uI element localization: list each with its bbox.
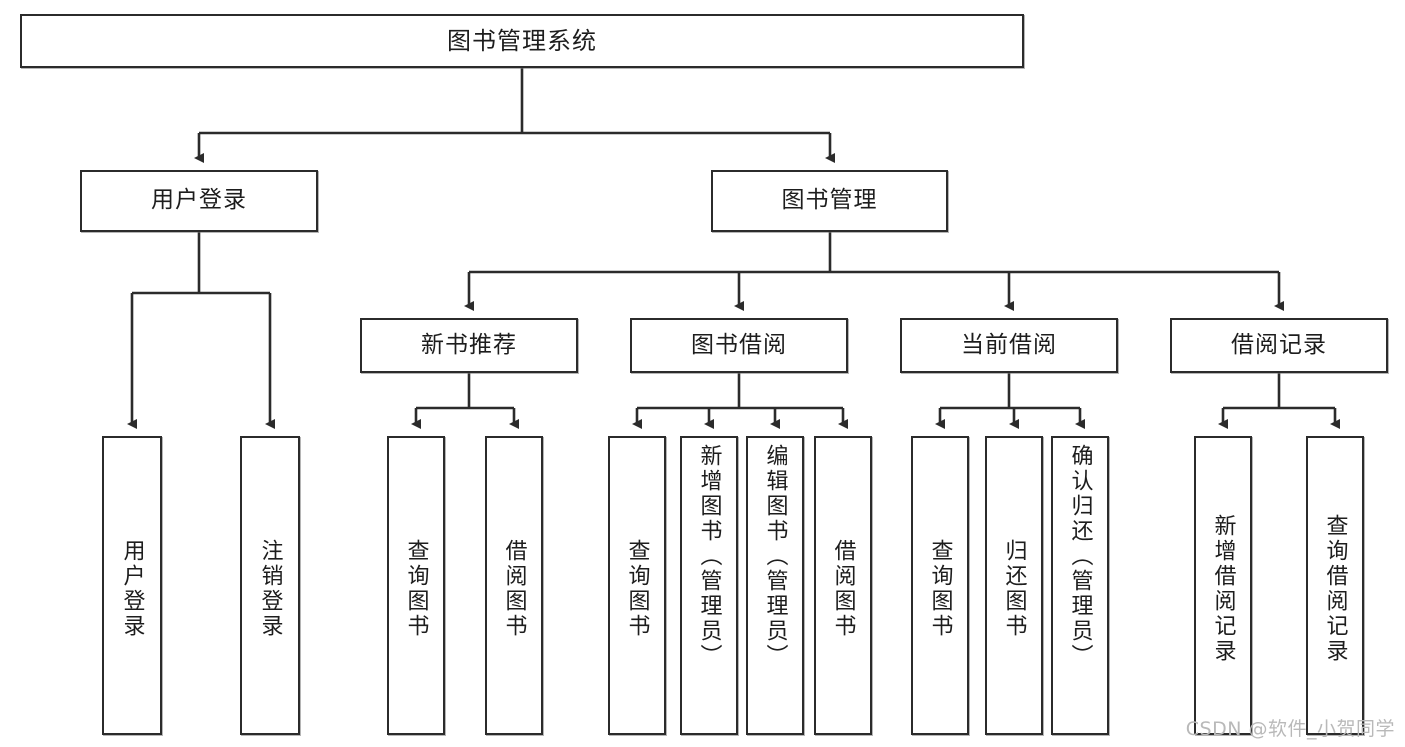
node-borrow-record-label: 借阅记录 (1231, 331, 1327, 358)
node-leaf-user-logout[interactable]: 注销登录 (240, 436, 300, 735)
node-book-borrow-label: 图书借阅 (691, 331, 787, 358)
node-leaf-confirm-return[interactable]: 确认归还（管理员） (1051, 436, 1109, 735)
node-new-book-recommend-label: 新书推荐 (421, 331, 517, 358)
node-book-borrow[interactable]: 图书借阅 (630, 318, 848, 373)
node-book-manage-label: 图书管理 (781, 187, 878, 214)
node-leaf-borrow-book-2[interactable]: 借阅图书 (814, 436, 872, 735)
node-leaf-add-borrow-record-label: 新增借阅记录 (1210, 513, 1236, 664)
node-leaf-query-borrow-record[interactable]: 查询借阅记录 (1306, 436, 1364, 735)
node-leaf-user-logout-label: 注销登录 (257, 538, 283, 639)
node-book-manage[interactable]: 图书管理 (711, 170, 948, 232)
node-leaf-edit-book[interactable]: 编辑图书（管理员） (746, 436, 804, 735)
node-leaf-add-book[interactable]: 新增图书（管理员） (680, 436, 738, 735)
node-current-borrow[interactable]: 当前借阅 (900, 318, 1118, 373)
node-leaf-return-book-label: 归还图书 (1001, 538, 1027, 639)
csdn-watermark: CSDN @软件_小贺同学 (1185, 718, 1395, 740)
node-root[interactable]: 图书管理系统 (20, 14, 1024, 68)
node-borrow-record[interactable]: 借阅记录 (1170, 318, 1388, 373)
node-leaf-add-book-label: 新增图书（管理员） (696, 444, 722, 669)
node-leaf-query-book-1-label: 查询图书 (403, 538, 429, 639)
node-current-borrow-label: 当前借阅 (961, 331, 1057, 358)
node-leaf-query-book-2-label: 查询图书 (624, 538, 650, 639)
node-new-book-recommend[interactable]: 新书推荐 (360, 318, 578, 373)
node-leaf-user-login[interactable]: 用户登录 (102, 436, 162, 735)
node-leaf-query-book-3-label: 查询图书 (927, 538, 953, 639)
node-leaf-query-book-1[interactable]: 查询图书 (387, 436, 445, 735)
node-leaf-query-book-2[interactable]: 查询图书 (608, 436, 666, 735)
node-leaf-borrow-book-2-label: 借阅图书 (830, 538, 856, 639)
node-leaf-edit-book-label: 编辑图书（管理员） (762, 444, 788, 669)
node-leaf-borrow-book-1[interactable]: 借阅图书 (485, 436, 543, 735)
node-leaf-user-login-label: 用户登录 (119, 538, 145, 639)
node-leaf-query-borrow-record-label: 查询借阅记录 (1322, 513, 1348, 664)
node-user-login-label: 用户登录 (151, 187, 247, 214)
node-leaf-return-book[interactable]: 归还图书 (985, 436, 1043, 735)
node-leaf-query-book-3[interactable]: 查询图书 (911, 436, 969, 735)
node-leaf-confirm-return-label: 确认归还（管理员） (1067, 444, 1093, 669)
node-leaf-borrow-book-1-label: 借阅图书 (501, 538, 527, 639)
node-user-login[interactable]: 用户登录 (80, 170, 318, 232)
node-leaf-add-borrow-record[interactable]: 新增借阅记录 (1194, 436, 1252, 735)
node-root-label: 图书管理系统 (447, 26, 597, 55)
